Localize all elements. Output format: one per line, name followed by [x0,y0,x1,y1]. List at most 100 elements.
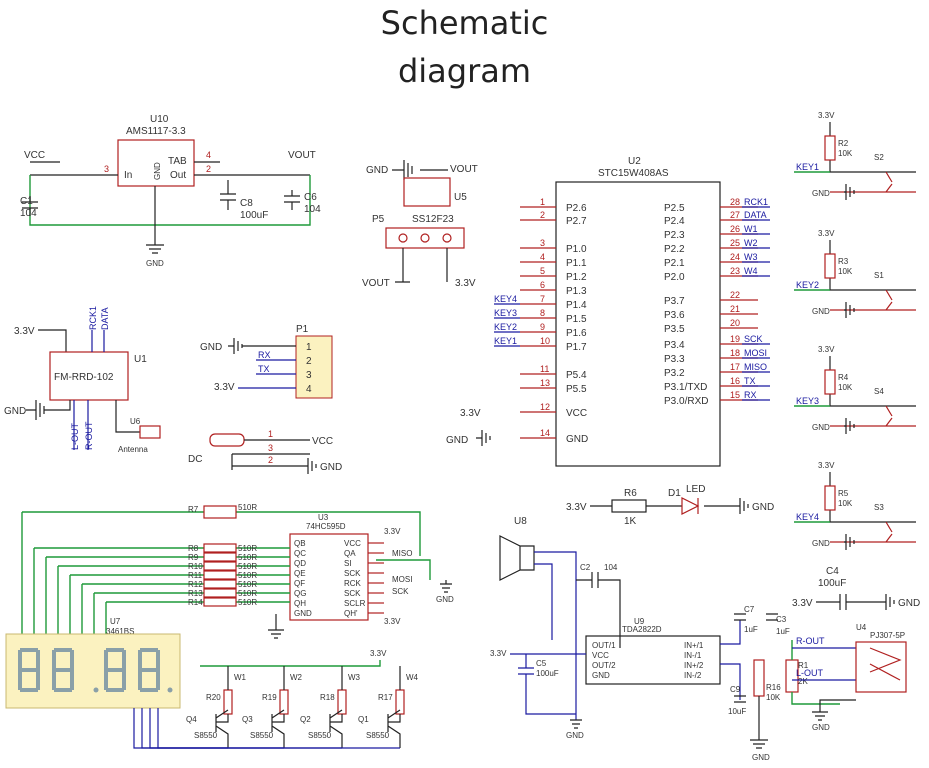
u3-right-pin-7: QH' [344,609,358,618]
u7-part: 3461BS [106,627,134,636]
u5-ref: U5 [454,192,467,203]
u2-pin-3-label: P1.0 [566,244,587,255]
digit [18,648,40,692]
u1-body [49,351,129,401]
u2-net-w3: W3 [744,252,758,262]
u5-gnd-label: GND [366,165,388,176]
u2-pin-7-label: P1.4 [566,300,587,311]
u2-pin-13-label: P5.5 [566,384,587,395]
amp-net-lout: L-OUT [796,668,824,678]
u2-net-rck1: RCK1 [744,197,768,207]
p1-gnd-label: GND [200,342,222,353]
u2-3v3-label: 3.3V [460,408,481,419]
amplifier-block: U8 C2 104 U9 TDA2822D OUT/1 VCC OUT/2 GN… [490,516,920,762]
resistor-r11-ref: R11 [188,571,203,580]
u10-pin-tab: TAB [168,156,187,167]
switch-0-resistor-value: 10K [838,149,853,158]
u2-part: STC15W408AS [598,168,669,179]
c6-ref: C6 [304,192,317,203]
transistor-1-type: S8550 [250,731,274,740]
u2-pin-21-label: P3.6 [664,310,685,321]
u1-net-data: DATA [100,307,110,330]
u2-pin-22-number: 22 [730,290,740,300]
u9-pin-inp1: IN+/1 [684,641,704,650]
u3-3v3-label: 3.3V [384,527,401,536]
u10-part: AMS1117-3.3 [126,126,186,137]
u3-part: 74HC595D [306,522,346,531]
title-line-2: diagram [397,52,532,90]
u2-pin-15-label: P3.0/RXD [664,396,708,407]
u2-net-key1: KEY1 [494,336,517,346]
c4-ref: C4 [826,566,839,577]
u2-pin-20-label: P3.5 [664,324,685,335]
transistor-0-type: S8550 [194,731,218,740]
c4-3v3-label: 3.3V [792,598,813,609]
vout-label: VOUT [288,150,316,161]
u2-pin-27-number: 27 [730,210,740,220]
u3-right-pin-4: RCK [344,579,362,588]
transistor-1-resistor-ref: R19 [262,693,277,702]
u6-ref: U6 [130,417,141,426]
r16-body [753,659,765,697]
u4-body [855,641,907,693]
transistor-2-resistor-ref: R18 [320,693,335,702]
digit [52,648,74,692]
u2-pin-28-number: 28 [730,197,740,207]
u2-pin-4-label: P1.1 [566,258,587,269]
u3-left-pin-3: QE [294,569,306,578]
display-block: U7 3461BS [5,617,181,709]
u2-pin-11-label: P5.4 [566,370,587,381]
u4-part: PJ307-5P [870,631,905,640]
u2-pin-4-number: 4 [540,252,545,262]
seven-segment-digits [18,648,173,693]
u2-pin-17-label: P3.2 [664,368,685,379]
switch-3-key-net: KEY4 [796,512,819,522]
switch-1-3v3-label: 3.3V [818,229,835,238]
u3-ref: U3 [318,513,329,522]
u3-body [289,533,369,621]
resistor-r10-value: 510R [238,562,257,571]
u2-ref: U2 [628,156,641,167]
u2-pin-2-number: 2 [540,210,545,220]
c4-value: 100uF [818,578,846,589]
c5-value: 100uF [536,669,559,678]
resistor-r11-value: 510R [238,571,257,580]
u3-right-pin-3: SCK [344,569,361,578]
r7-ref: R7 [188,505,199,514]
u2-pin-18-number: 18 [730,348,740,358]
c1-ref: C1 [20,196,33,207]
u2-net-w4: W4 [744,266,758,276]
transistor-3-ref: Q1 [358,715,369,724]
u3-left-pin-6: QH [294,599,306,608]
r16-value: 10K [766,693,781,702]
d1-ref: D1 [668,488,681,499]
u1-net-rck1: RCK1 [88,306,98,330]
u10-body [117,139,195,187]
u3-right-pin-0: VCC [344,539,361,548]
u2-left-pins: 1P2.62P2.73P1.04P1.15P1.26P1.37P1.4KEY48… [494,197,588,445]
p5-ref: P5 [372,214,385,225]
u1-ref: U1 [134,354,147,365]
p1-header-block: P1 1 2 3 4 GND RX TX 3.3V [200,324,333,399]
u2-pin-26-label: P2.3 [664,230,685,241]
c2-ref: C2 [580,563,591,572]
u3-net-miso: MISO [392,549,412,558]
switch-3-resistor-value: 10K [838,499,853,508]
resistor-r12-ref: R12 [188,580,203,589]
r1-ref: R1 [798,661,809,670]
switch-2-ref: S4 [874,387,884,396]
transistor-0-ref: Q4 [186,715,197,724]
switch-1-key-net: KEY2 [796,280,819,290]
transistor-2-type: S8550 [308,731,332,740]
r6-value: 1K [624,516,637,527]
u2-net-mosi: MOSI [744,348,767,358]
u9-body [585,635,721,685]
svg-text:2: 2 [206,164,211,174]
u3-gnd-label: GND [436,595,454,604]
amp-gnd-label: GND [566,731,584,740]
u3-left-pin-7: GND [294,609,312,618]
switch-3-ref: S3 [874,503,884,512]
